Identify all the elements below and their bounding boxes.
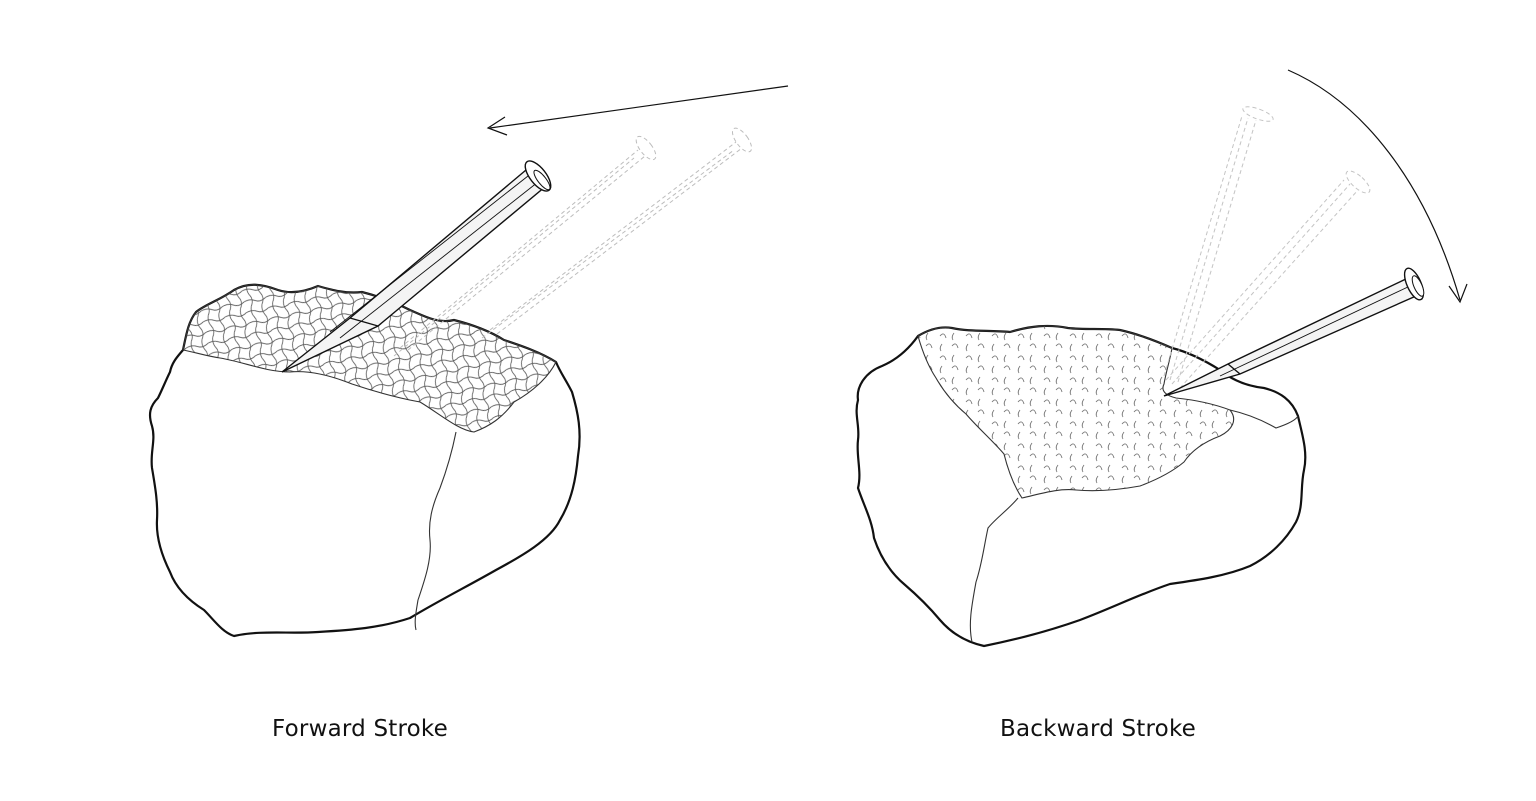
backward-stroke-group	[855, 69, 1468, 648]
backward-stroke-caption: Backward Stroke	[1000, 716, 1196, 742]
forward-nail-tool	[281, 160, 552, 373]
backward-stone-top-surface	[917, 325, 1235, 499]
forward-ghost-nail-mid	[393, 135, 657, 357]
backward-motion-arrow	[1287, 69, 1468, 304]
backward-ghost-nail-mid	[1165, 170, 1371, 389]
backward-ghost-nail-upright	[1163, 106, 1274, 383]
forward-motion-arrow	[486, 85, 789, 136]
backward-nail-tool	[1163, 267, 1425, 397]
forward-stroke-caption: Forward Stroke	[272, 716, 448, 742]
forward-stroke-group	[148, 85, 789, 638]
forward-stone-edge-line	[414, 431, 457, 631]
backward-stone-edge-line-right	[1229, 409, 1299, 429]
forward-ghost-nail-far	[481, 127, 753, 339]
forward-stone-top-surface	[182, 284, 557, 433]
backward-stone-edge-line	[969, 497, 1019, 643]
